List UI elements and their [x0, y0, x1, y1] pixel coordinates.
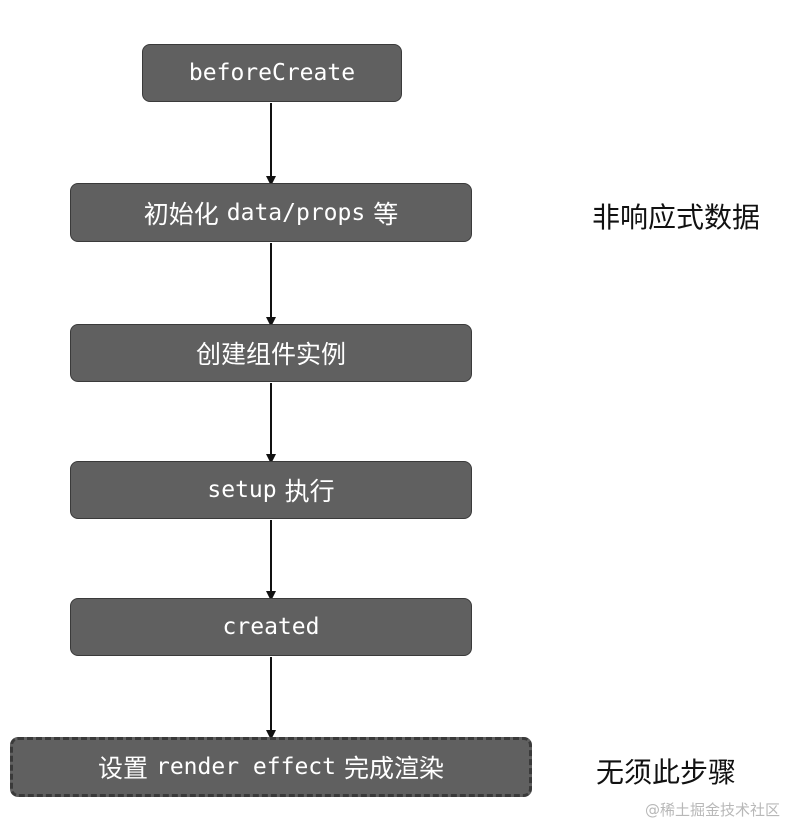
init-prefix-label: 初始化 [143, 199, 219, 229]
before-create-label: beforeCreate [188, 60, 356, 86]
created-label: created [222, 614, 320, 640]
render-code-label: render effect [155, 754, 336, 780]
before-create-node: beforeCreate [142, 44, 402, 102]
create-instance-label: 创建组件实例 [195, 340, 346, 369]
init-code-label: data/props [226, 199, 366, 226]
watermark: @稀土掘金技术社区 [644, 801, 780, 819]
setup-code-label: setup [207, 477, 277, 503]
created-node: created [70, 598, 472, 656]
setup-node: setup 执行 [70, 461, 472, 519]
render-suffix-label: 完成渲染 [343, 754, 444, 783]
non-reactive-annotation: 非响应式数据 [592, 201, 761, 234]
init-suffix-label: 等 [373, 199, 399, 229]
init-data-props-node: 初始化 data/props 等 [70, 183, 472, 242]
render-effect-node: 设置 render effect 完成渲染 [10, 737, 532, 797]
not-needed-annotation: 无须此步骤 [596, 756, 737, 789]
setup-suffix-label: 执行 [284, 477, 335, 506]
render-prefix-label: 设置 [98, 754, 149, 783]
create-instance-node: 创建组件实例 [70, 324, 472, 382]
